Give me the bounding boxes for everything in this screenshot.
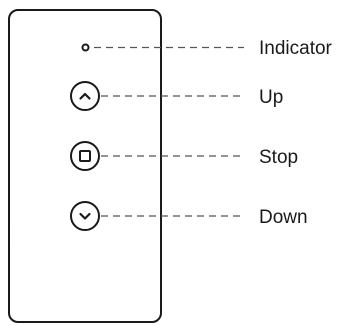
chevron-down-icon [79, 212, 91, 220]
chevron-up-icon [79, 92, 91, 100]
stop-button[interactable] [70, 141, 100, 171]
down-button[interactable] [70, 201, 100, 231]
label-up: Up [259, 87, 283, 108]
remote-body [8, 9, 162, 323]
square-stop-icon [79, 150, 91, 162]
indicator-led-icon [81, 43, 90, 52]
label-down: Down [259, 207, 308, 228]
label-indicator: Indicator [259, 38, 333, 59]
up-button[interactable] [70, 81, 100, 111]
label-stop: Stop [259, 147, 298, 168]
